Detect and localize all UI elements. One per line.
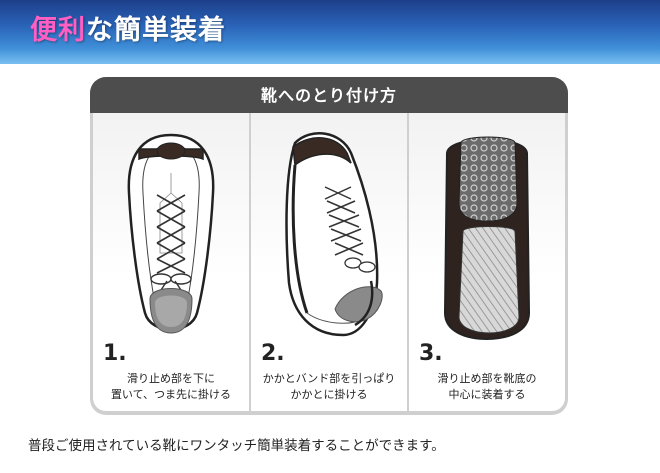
step-number: 2. [261, 341, 285, 366]
attachment-instructions-panel: 靴へのとり付け方 1. 滑り止め部を下 [90, 77, 568, 415]
step-caption: 滑り止め部を下に 置いて、つま先に掛ける [97, 371, 245, 403]
step-2: 2. かかとバンド部を引っぱり かかとに掛ける [251, 113, 407, 411]
step-caption-line: 滑り止め部を靴底の [437, 372, 537, 385]
banner-title-rest: な簡単装着 [86, 15, 226, 46]
step-1: 1. 滑り止め部を下に 置いて、つま先に掛ける [93, 113, 249, 411]
step-caption-line: 置いて、つま先に掛ける [110, 388, 232, 401]
shoe-sole-view-illustration [443, 136, 531, 341]
top-banner: 便利な簡単装着 [0, 0, 660, 64]
step-3: 3. 滑り止め部を靴底の 中心に装着する [409, 113, 565, 411]
banner-title-highlight: 便利 [30, 15, 86, 46]
step-caption-line: 中心に装着する [448, 388, 526, 401]
panel-header: 靴へのとり付け方 [90, 77, 568, 113]
banner-title: 便利な簡単装着 [30, 14, 226, 48]
footer-description: 普段ご使用されている靴にワンタッチ簡単装着することができます。 [28, 438, 445, 454]
shoe-top-view-illustration [127, 133, 215, 334]
step-number: 3. [419, 341, 443, 366]
step-caption-line: かかとバンド部を引っぱり [262, 372, 396, 385]
step-caption: かかとバンド部を引っぱり かかとに掛ける [255, 371, 403, 403]
step-number: 1. [103, 341, 127, 366]
step-caption-line: 滑り止め部を下に [127, 372, 215, 385]
shoe-side-view-illustration [285, 132, 383, 337]
step-caption-line: かかとに掛ける [290, 388, 368, 401]
step-caption: 滑り止め部を靴底の 中心に装着する [413, 371, 561, 403]
